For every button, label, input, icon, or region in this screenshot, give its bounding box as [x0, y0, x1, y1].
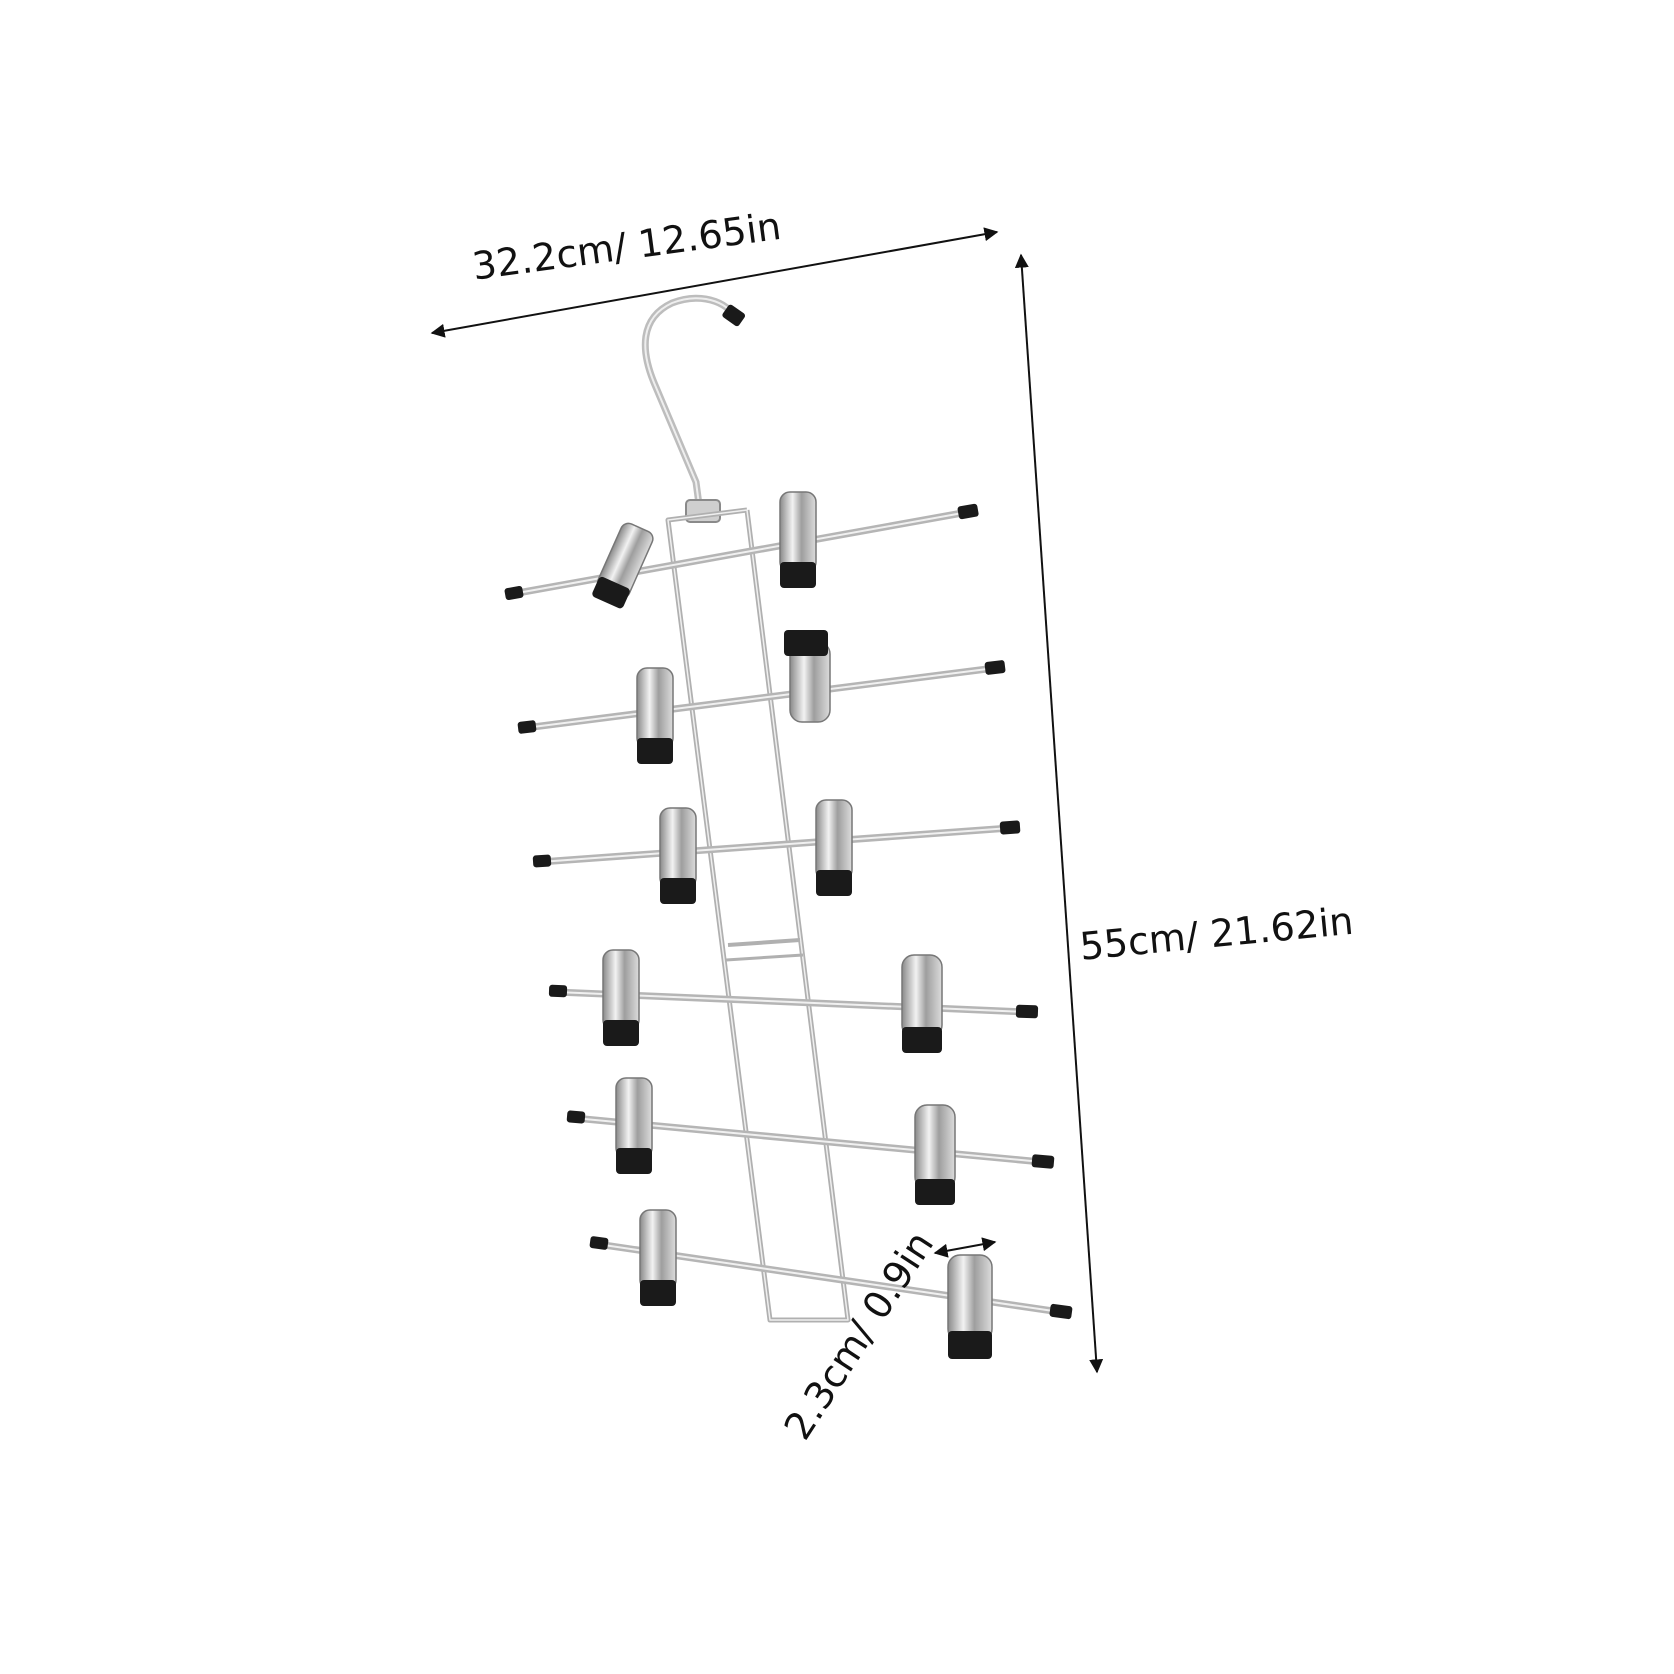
clip: [639, 1209, 677, 1306]
clip: [914, 1104, 956, 1205]
hanger-frame: [665, 507, 851, 1323]
tier-rods: [508, 508, 1064, 1316]
clip: [779, 491, 817, 588]
clip: [947, 1254, 993, 1359]
gap-dimension-line: [933, 1237, 997, 1258]
hanger-hook: [641, 294, 746, 523]
clips: [592, 491, 993, 1359]
height-dimension-line: [1014, 253, 1104, 1374]
clip: [615, 1077, 653, 1174]
rod-tips: [504, 503, 1073, 1320]
clip: [602, 949, 640, 1046]
clip: [784, 630, 831, 723]
clip: [659, 807, 697, 904]
width-dimension-line: [430, 227, 999, 338]
clip: [592, 522, 654, 609]
clip: [815, 799, 853, 896]
clip: [901, 954, 943, 1053]
clip: [636, 667, 674, 764]
